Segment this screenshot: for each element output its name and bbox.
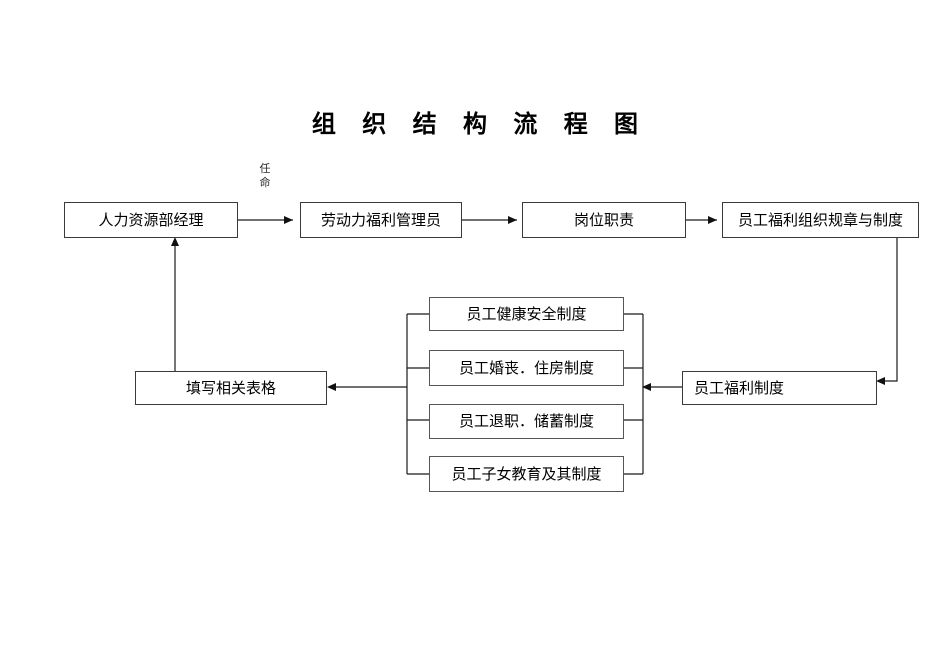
node-health-safety[interactable]: 员工健康安全制度	[429, 297, 624, 331]
edge-label-appointment: 任命	[259, 162, 271, 189]
node-marriage-housing[interactable]: 员工婚丧．住房制度	[429, 350, 624, 386]
edge-welfareadmin-to-jobduties	[462, 216, 517, 224]
node-children-edu[interactable]: 员工子女教育及其制度	[429, 456, 624, 492]
edge-jobduties-to-welfarerules	[686, 216, 717, 224]
bracket-right	[624, 313, 644, 475]
node-welfare-system[interactable]: 员工福利制度	[682, 371, 877, 405]
node-fill-forms[interactable]: 填写相关表格	[135, 371, 327, 405]
edge-subsystems-to-fillforms	[327, 383, 407, 391]
node-hr-manager[interactable]: 人力资源部经理	[64, 202, 238, 238]
node-job-duties[interactable]: 岗位职责	[522, 202, 686, 238]
node-welfare-rules[interactable]: 员工福利组织规章与制度	[722, 202, 919, 238]
bracket-left	[406, 313, 429, 475]
edge-hrmanager-to-welfareadmin	[238, 216, 293, 224]
node-retire-savings[interactable]: 员工退职．储蓄制度	[429, 404, 624, 439]
node-welfare-admin[interactable]: 劳动力福利管理员	[300, 202, 462, 238]
edge-fillforms-to-hrmanager	[171, 237, 179, 371]
edge-welfarerules-to-welfaresystem	[876, 238, 898, 385]
edge-welfaresystem-to-subsystems	[642, 383, 682, 391]
page-title: 组 织 结 构 流 程 图	[311, 110, 648, 138]
